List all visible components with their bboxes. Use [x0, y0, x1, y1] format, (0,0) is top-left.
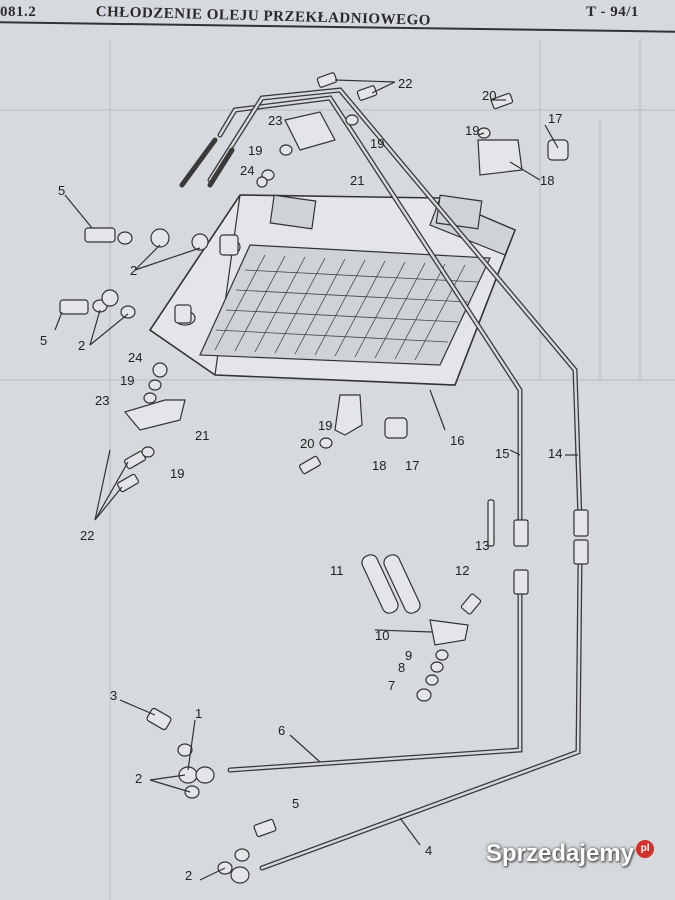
- background-table-grid: [0, 40, 675, 900]
- callout-2-lower: 2: [135, 771, 142, 786]
- callout-21-left: 21: [195, 428, 209, 443]
- callout-labels: 22 20 19 17 18 23 19 21 24 19 5 2 5 2 24…: [40, 76, 562, 883]
- callout-8: 8: [398, 660, 405, 675]
- callout-15: 15: [495, 446, 509, 461]
- watermark-text: Sprzedajemy: [486, 840, 635, 867]
- callout-20-top: 20: [482, 88, 496, 103]
- callout-12: 12: [455, 563, 469, 578]
- callout-19-left: 19: [120, 373, 134, 388]
- hardware-parts: [59, 72, 589, 884]
- callout-19-top-right: 19: [465, 123, 479, 138]
- callout-1: 1: [195, 706, 202, 721]
- callout-18-top: 18: [540, 173, 554, 188]
- section-number: 081.2: [0, 4, 37, 20]
- callout-2-middle: 2: [78, 338, 85, 353]
- callout-13: 13: [475, 538, 489, 553]
- callout-24-top: 24: [240, 163, 254, 178]
- callout-19-upper: 19: [248, 143, 262, 158]
- page-code: T - 94/1: [586, 4, 639, 20]
- callout-17-top: 17: [548, 111, 562, 126]
- callout-2-upper: 2: [130, 263, 137, 278]
- pipes: [179, 87, 583, 871]
- leader-lines: [54, 79, 578, 881]
- callout-10: 10: [375, 628, 389, 643]
- callout-6: 6: [278, 723, 285, 738]
- callout-3: 3: [110, 688, 117, 703]
- callout-18-middle: 18: [372, 458, 386, 473]
- callout-19-lower-left: 19: [170, 466, 184, 481]
- callout-2-bottom: 2: [185, 868, 192, 883]
- callout-9: 9: [405, 648, 412, 663]
- callout-23-left: 23: [95, 393, 109, 408]
- callout-16: 16: [450, 433, 464, 448]
- callout-14: 14: [548, 446, 562, 461]
- callout-11: 11: [330, 563, 344, 578]
- callout-19-top: 19: [370, 136, 384, 151]
- callout-7: 7: [388, 678, 395, 693]
- callout-23-top: 23: [268, 113, 282, 128]
- callout-24-left: 24: [128, 350, 142, 365]
- callout-5-bottom: 5: [292, 796, 299, 811]
- callout-22-left: 22: [80, 528, 94, 543]
- page-header: 081.2 CHŁODZENIE OLEJU PRZEKŁADNIOWEGO T…: [0, 0, 675, 33]
- callout-22-top: 22: [398, 76, 412, 91]
- watermark-badge: pl: [636, 840, 655, 858]
- callout-19-middle: 19: [318, 418, 332, 433]
- callout-5-upper: 5: [58, 183, 65, 198]
- callout-21-top: 21: [350, 173, 364, 188]
- oil-cooler-radiator: [148, 194, 517, 386]
- callout-20-middle: 20: [300, 436, 314, 451]
- callout-17-middle: 17: [405, 458, 419, 473]
- callout-5-lower: 5: [40, 333, 47, 348]
- callout-4: 4: [425, 843, 432, 858]
